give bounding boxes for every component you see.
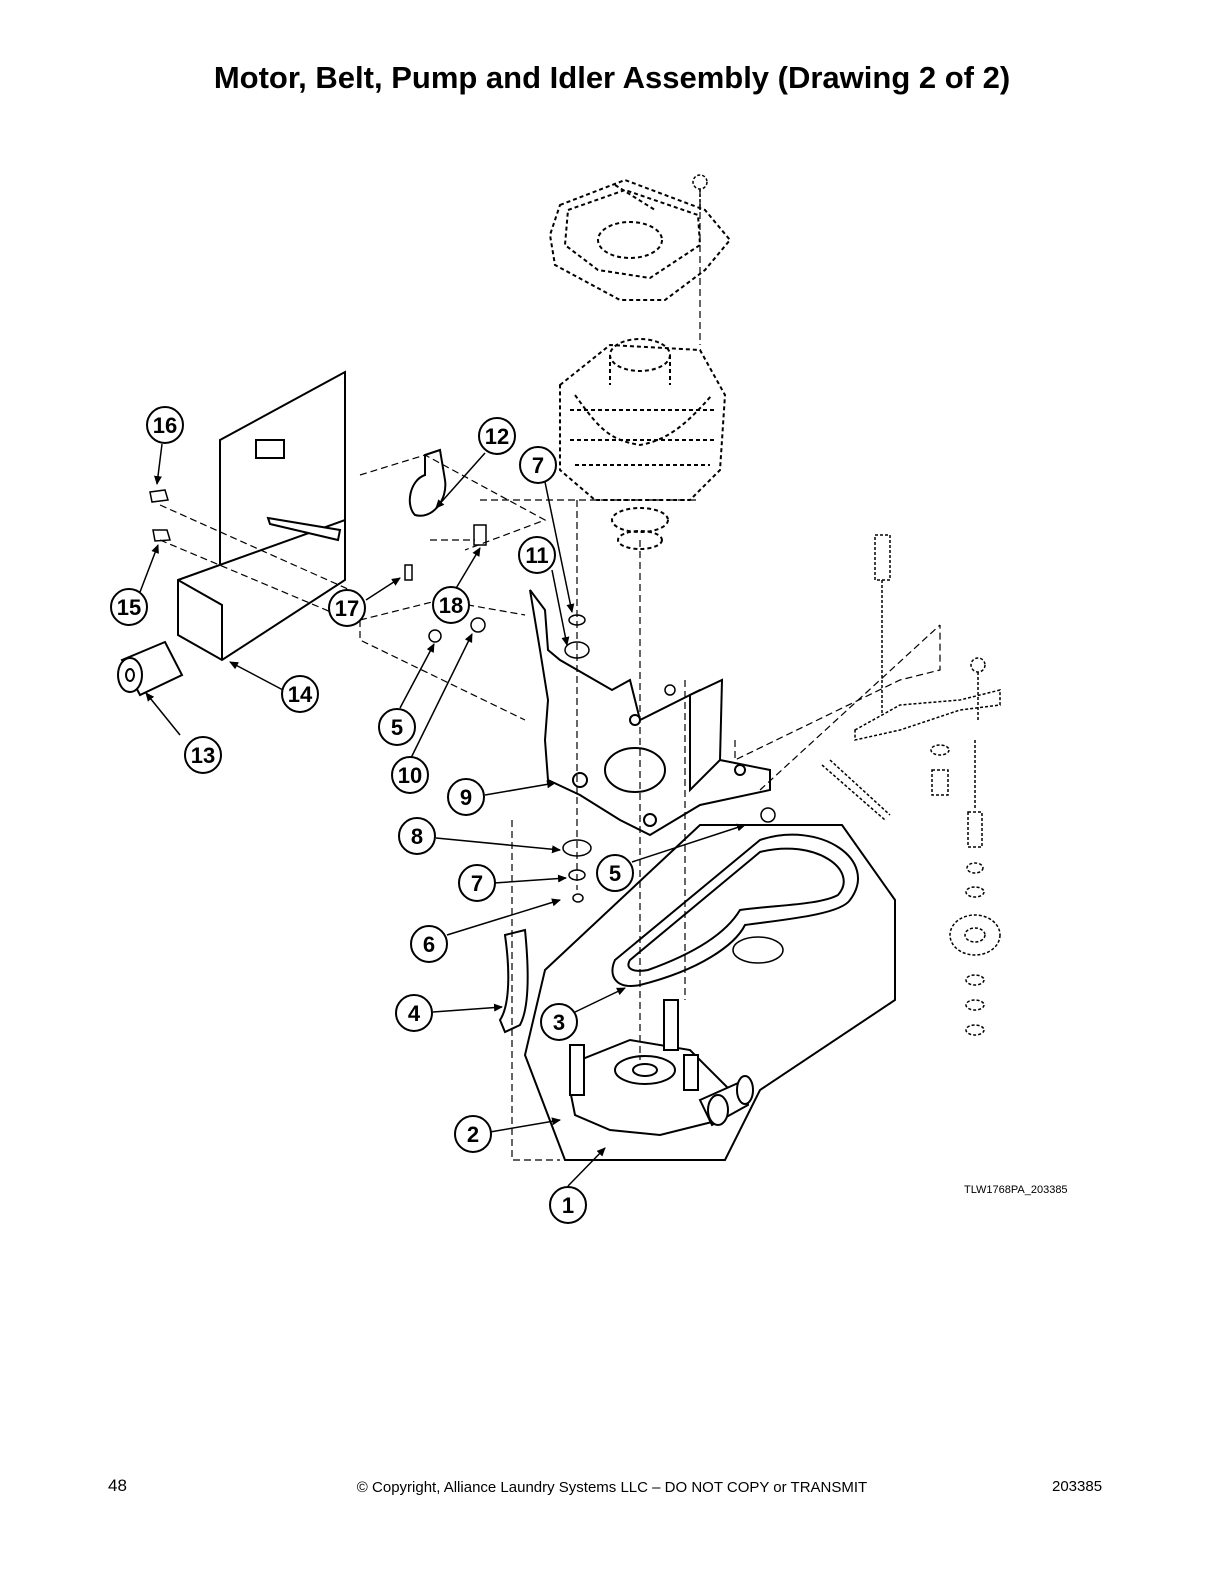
svg-text:17: 17 [335,596,359,621]
capacitor-cylinder [117,640,184,697]
callout-15: 15 [110,588,148,626]
drawing-id: TLW1768PA_203385 [964,1184,1068,1196]
svg-text:18: 18 [439,593,463,618]
svg-text:2: 2 [467,1122,479,1147]
callout-14: 14 [281,675,319,713]
pump [568,999,754,1137]
idler-arm-assembly [821,534,1001,1036]
callout-4: 4 [395,994,433,1032]
idler-pulley-assembly [732,936,784,964]
svg-text:3: 3 [553,1010,565,1035]
svg-text:5: 5 [609,861,621,886]
page-title: Motor, Belt, Pump and Idler Assembly (Dr… [213,60,1011,95]
svg-text:11: 11 [525,543,548,568]
svg-text:7: 7 [471,871,483,896]
callout-1: 1 [549,1186,587,1224]
svg-text:13: 13 [191,743,215,768]
callout-7-lower: 7 [458,864,496,902]
motor-cover-outline [548,178,732,301]
callouts: 1 2 3 4 5 5 6 7 7 8 9 10 11 12 13 14 15 … [110,406,634,1224]
callout-3: 3 [540,1003,578,1041]
wire-clip [408,448,447,517]
callout-11: 11 [518,536,556,574]
control-box-panel [177,370,346,662]
callout-17: 17 [328,589,366,627]
svg-text:15: 15 [117,595,141,620]
callout-9: 9 [447,778,485,816]
svg-text:4: 4 [408,1001,421,1026]
grounding-clip [473,524,487,546]
callout-10: 10 [391,756,429,794]
svg-text:7: 7 [532,453,544,478]
svg-text:16: 16 [153,413,177,438]
copyright-notice: © Copyright, Alliance Laundry Systems LL… [356,1479,868,1496]
callout-2: 2 [454,1115,492,1153]
callout-8: 8 [398,817,436,855]
svg-text:12: 12 [485,424,509,449]
svg-text:1: 1 [562,1193,574,1218]
hardware-parts [428,614,776,903]
svg-text:10: 10 [398,763,422,788]
svg-text:14: 14 [288,682,313,707]
pump-clip [498,928,529,1034]
document-number: 203385 [1052,1478,1103,1495]
motor-mount-bracket [529,589,771,837]
callout-7-upper: 7 [519,446,557,484]
svg-text:8: 8 [411,824,423,849]
callout-12: 12 [478,417,516,455]
callout-6: 6 [410,925,448,963]
svg-text:9: 9 [460,785,472,810]
belt-pump-frame [523,824,896,1161]
screws-left [149,489,413,581]
callout-5-lower: 5 [596,854,634,892]
drive-belt [611,833,859,987]
callout-13: 13 [184,736,222,774]
motor-outline [559,338,727,550]
svg-text:6: 6 [423,932,435,957]
callout-16: 16 [146,406,184,444]
assembly-dashed-guides [511,190,941,1161]
callout-18: 18 [432,586,470,624]
svg-text:5: 5 [391,715,403,740]
callout-5-upper: 5 [378,708,416,746]
page-number: 48 [108,1476,127,1495]
callout-leaders [139,443,746,1187]
